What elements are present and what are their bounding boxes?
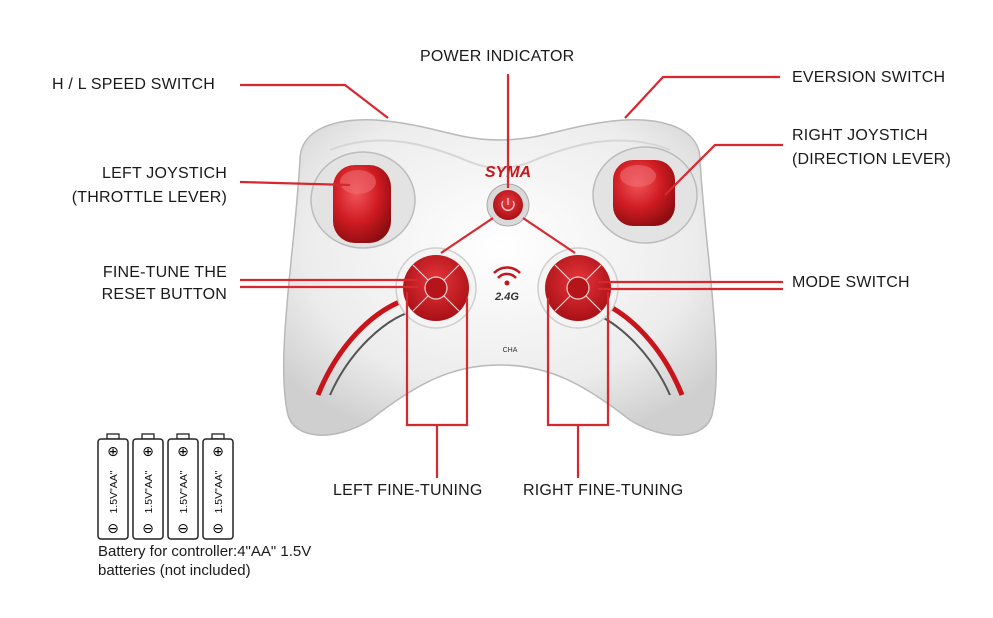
battery-label: 1.5V"AA" bbox=[178, 470, 190, 513]
label-fine-tune: FINE-TUNE THE bbox=[102, 264, 227, 281]
battery-minus-icon: ⊖ bbox=[212, 521, 224, 537]
channel-label: CHA bbox=[503, 347, 518, 354]
label-left-fine-tuning: LEFT FINE-TUNING bbox=[333, 482, 483, 499]
leader-lines bbox=[239, 74, 783, 478]
battery-body bbox=[167, 438, 199, 540]
battery-label: 1.5V"AA" bbox=[213, 470, 225, 513]
left-dpad[interactable] bbox=[395, 247, 477, 329]
label-right-joystick-sub: (DIRECTION LEVER) bbox=[792, 151, 951, 168]
battery-group: ⊕ ⊖ 1.5V"AA" ⊕ ⊖ 1.5V"AA" ⊕ ⊖ 1.5V"AA" ⊕ ⊖ 1.5V"AA" bbox=[97, 433, 234, 540]
label-left-joystick-sub: (THROTTLE LEVER) bbox=[71, 189, 227, 206]
battery-body bbox=[97, 438, 129, 540]
battery-plus-icon: ⊕ bbox=[212, 444, 224, 460]
battery-label: 1.5V"AA" bbox=[143, 470, 155, 513]
label-speed-switch: H / L SPEED SWITCH bbox=[52, 76, 216, 93]
band-label: 2.4G bbox=[494, 291, 519, 303]
battery-caption-line1: Battery for controller:4"AA" 1.5V bbox=[98, 543, 312, 560]
wireless-icon bbox=[493, 266, 521, 286]
battery-cell: ⊕ ⊖ 1.5V"AA" bbox=[97, 433, 129, 540]
battery-plus-icon: ⊕ bbox=[142, 444, 154, 460]
label-eversion-switch: EVERSION SWITCH bbox=[792, 69, 946, 86]
left-dpad-center-button bbox=[424, 276, 448, 300]
right-dpad-center-button bbox=[566, 276, 590, 300]
left-joystick[interactable] bbox=[310, 151, 416, 249]
battery-body bbox=[132, 438, 164, 540]
label-mode-switch: MODE SWITCH bbox=[792, 274, 910, 291]
battery-minus-icon: ⊖ bbox=[177, 521, 189, 537]
battery-plus-icon: ⊕ bbox=[177, 444, 189, 460]
right-dpad[interactable] bbox=[537, 247, 619, 329]
power-icon bbox=[501, 200, 515, 211]
battery-minus-icon: ⊖ bbox=[107, 521, 119, 537]
label-left-joystick: LEFT JOYSTICH bbox=[102, 165, 227, 182]
battery-cell: ⊕ ⊖ 1.5V"AA" bbox=[202, 433, 234, 540]
power-button[interactable] bbox=[486, 183, 530, 227]
label-reset-button: RESET BUTTON bbox=[101, 286, 227, 303]
battery-caption-line2: batteries (not included) bbox=[98, 562, 251, 579]
battery-cell: ⊕ ⊖ 1.5V"AA" bbox=[132, 433, 164, 540]
battery-cell: ⊕ ⊖ 1.5V"AA" bbox=[167, 433, 199, 540]
right-joystick[interactable] bbox=[592, 146, 698, 244]
label-right-fine-tuning: RIGHT FINE-TUNING bbox=[523, 482, 684, 499]
battery-label: 1.5V"AA" bbox=[108, 470, 120, 513]
battery-plus-icon: ⊕ bbox=[107, 444, 119, 460]
label-right-joystick: RIGHT JOYSTICH bbox=[792, 127, 928, 144]
battery-caption: Battery for controller:4"AA" 1.5V batter… bbox=[98, 542, 311, 580]
battery-minus-icon: ⊖ bbox=[142, 521, 154, 537]
battery-body bbox=[202, 438, 234, 540]
label-power-indicator: POWER INDICATOR bbox=[420, 48, 575, 65]
